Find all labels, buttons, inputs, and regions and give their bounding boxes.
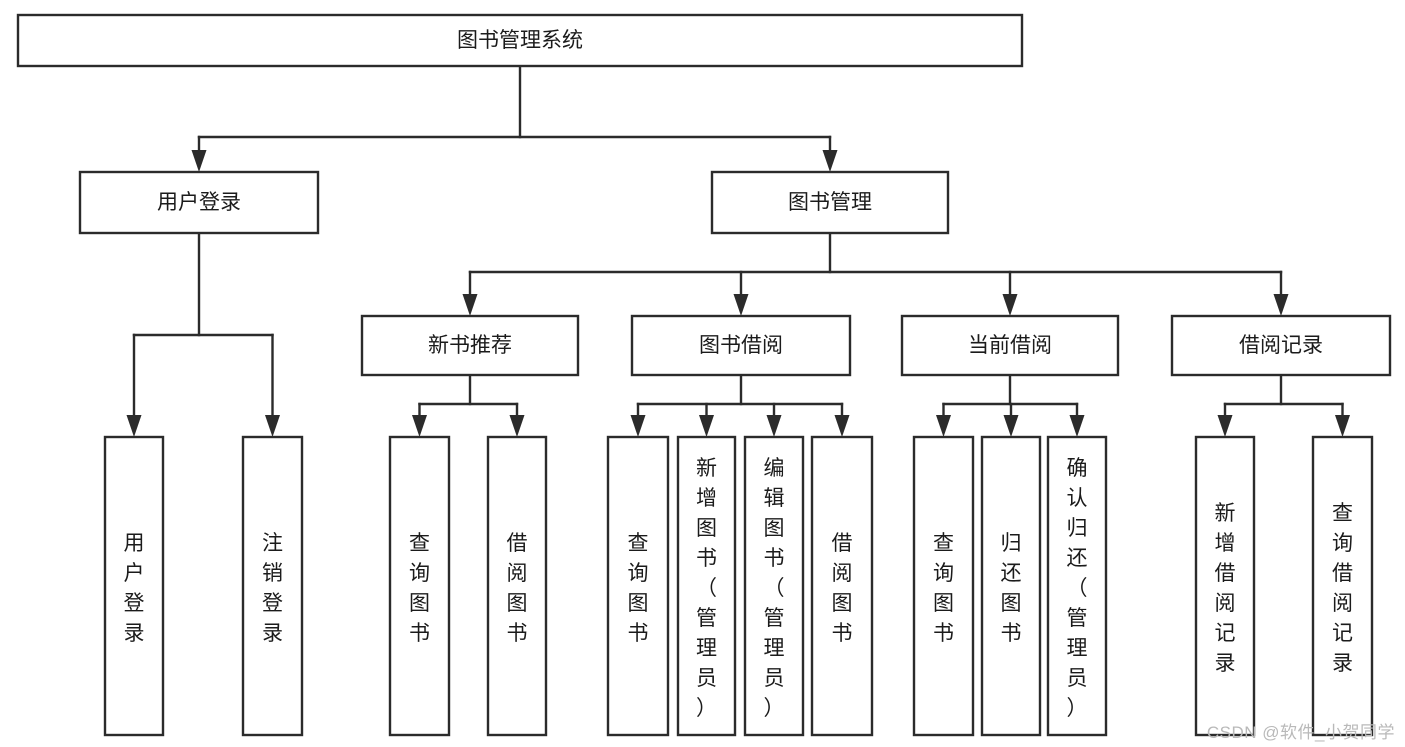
node-l-add-record[interactable]: 新增借阅记录	[1194, 435, 1256, 737]
node-label: 图书管理	[788, 191, 872, 214]
node-box	[1311, 435, 1374, 737]
node-label: 查询图书	[933, 532, 954, 645]
node-l-query-book-3[interactable]: 查询图书	[912, 435, 975, 737]
node-box	[1170, 314, 1392, 377]
node-label: 图书借阅	[699, 334, 783, 357]
node-label: 查询借阅记录	[1332, 502, 1353, 675]
nodes-layer: 图书管理系统用户登录图书管理新书推荐图书借阅当前借阅借阅记录用户登录注销登录查询…	[16, 13, 1392, 737]
node-box	[710, 170, 950, 235]
node-l-query-book-2[interactable]: 查询图书	[606, 435, 670, 737]
node-l-add-book[interactable]: 新增图书（管理员）	[676, 435, 737, 737]
node-l-borrow-book-2[interactable]: 借阅图书	[810, 435, 874, 737]
edges-layer	[126, 64, 1350, 437]
node-label: 用户登录	[157, 191, 241, 214]
node-n-new-rec[interactable]: 新书推荐	[360, 314, 580, 377]
node-label: 图书管理系统	[457, 29, 583, 52]
node-n-book-mgmt[interactable]: 图书管理	[710, 170, 950, 235]
node-box	[486, 435, 548, 737]
node-label: 新书推荐	[428, 334, 512, 357]
node-label: 新增借阅记录	[1215, 502, 1236, 675]
node-box	[78, 170, 320, 235]
node-n-user-login[interactable]: 用户登录	[78, 170, 320, 235]
node-label: 注销登录	[262, 532, 283, 645]
node-n-borrow[interactable]: 图书借阅	[630, 314, 852, 377]
node-label: 当前借阅	[968, 334, 1052, 357]
node-n-records[interactable]: 借阅记录	[1170, 314, 1392, 377]
node-box	[743, 435, 805, 737]
node-label: 新增图书（管理员）	[696, 457, 717, 720]
node-label: 编辑图书（管理员）	[764, 457, 785, 720]
node-label: 归还图书	[1001, 532, 1022, 645]
node-n-current[interactable]: 当前借阅	[900, 314, 1120, 377]
node-label: 查询图书	[628, 532, 649, 645]
edge-group-n_user_login	[126, 231, 280, 437]
node-l-user-login[interactable]: 用户登录	[103, 435, 165, 737]
node-box	[912, 435, 975, 737]
node-box	[360, 314, 580, 377]
node-box	[810, 435, 874, 737]
node-l-query-record[interactable]: 查询借阅记录	[1311, 435, 1374, 737]
node-l-confirm-return[interactable]: 确认归还（管理员）	[1046, 435, 1108, 737]
node-box	[103, 435, 165, 737]
node-label: 查询图书	[409, 532, 430, 645]
edge-group-n_book_mgmt	[462, 231, 1289, 316]
edge-group-n_records	[1217, 373, 1350, 437]
node-box	[1194, 435, 1256, 737]
node-box	[980, 435, 1042, 737]
node-label: 借阅图书	[507, 532, 528, 645]
csdn-watermark: CSDN @软件_小贺同学	[1206, 723, 1395, 742]
edge-group-n_current	[936, 373, 1085, 437]
node-box	[630, 314, 852, 377]
node-label: 确认归还（管理员）	[1067, 457, 1088, 720]
node-box	[1046, 435, 1108, 737]
node-l-return-book[interactable]: 归还图书	[980, 435, 1042, 737]
node-l-edit-book[interactable]: 编辑图书（管理员）	[743, 435, 805, 737]
node-label: 借阅图书	[832, 532, 853, 645]
edge-group-root	[191, 64, 838, 172]
node-box	[676, 435, 737, 737]
edge-group-n_new_rec	[412, 373, 525, 437]
node-root[interactable]: 图书管理系统	[16, 13, 1024, 68]
node-box	[16, 13, 1024, 68]
node-l-logout[interactable]: 注销登录	[241, 435, 304, 737]
node-l-query-book-1[interactable]: 查询图书	[388, 435, 451, 737]
node-box	[606, 435, 670, 737]
edge-group-n_borrow	[630, 373, 850, 437]
node-label: 借阅记录	[1239, 334, 1323, 357]
node-l-borrow-book-1[interactable]: 借阅图书	[486, 435, 548, 737]
node-label: 用户登录	[124, 532, 145, 645]
node-box	[388, 435, 451, 737]
node-box	[241, 435, 304, 737]
node-box	[900, 314, 1120, 377]
